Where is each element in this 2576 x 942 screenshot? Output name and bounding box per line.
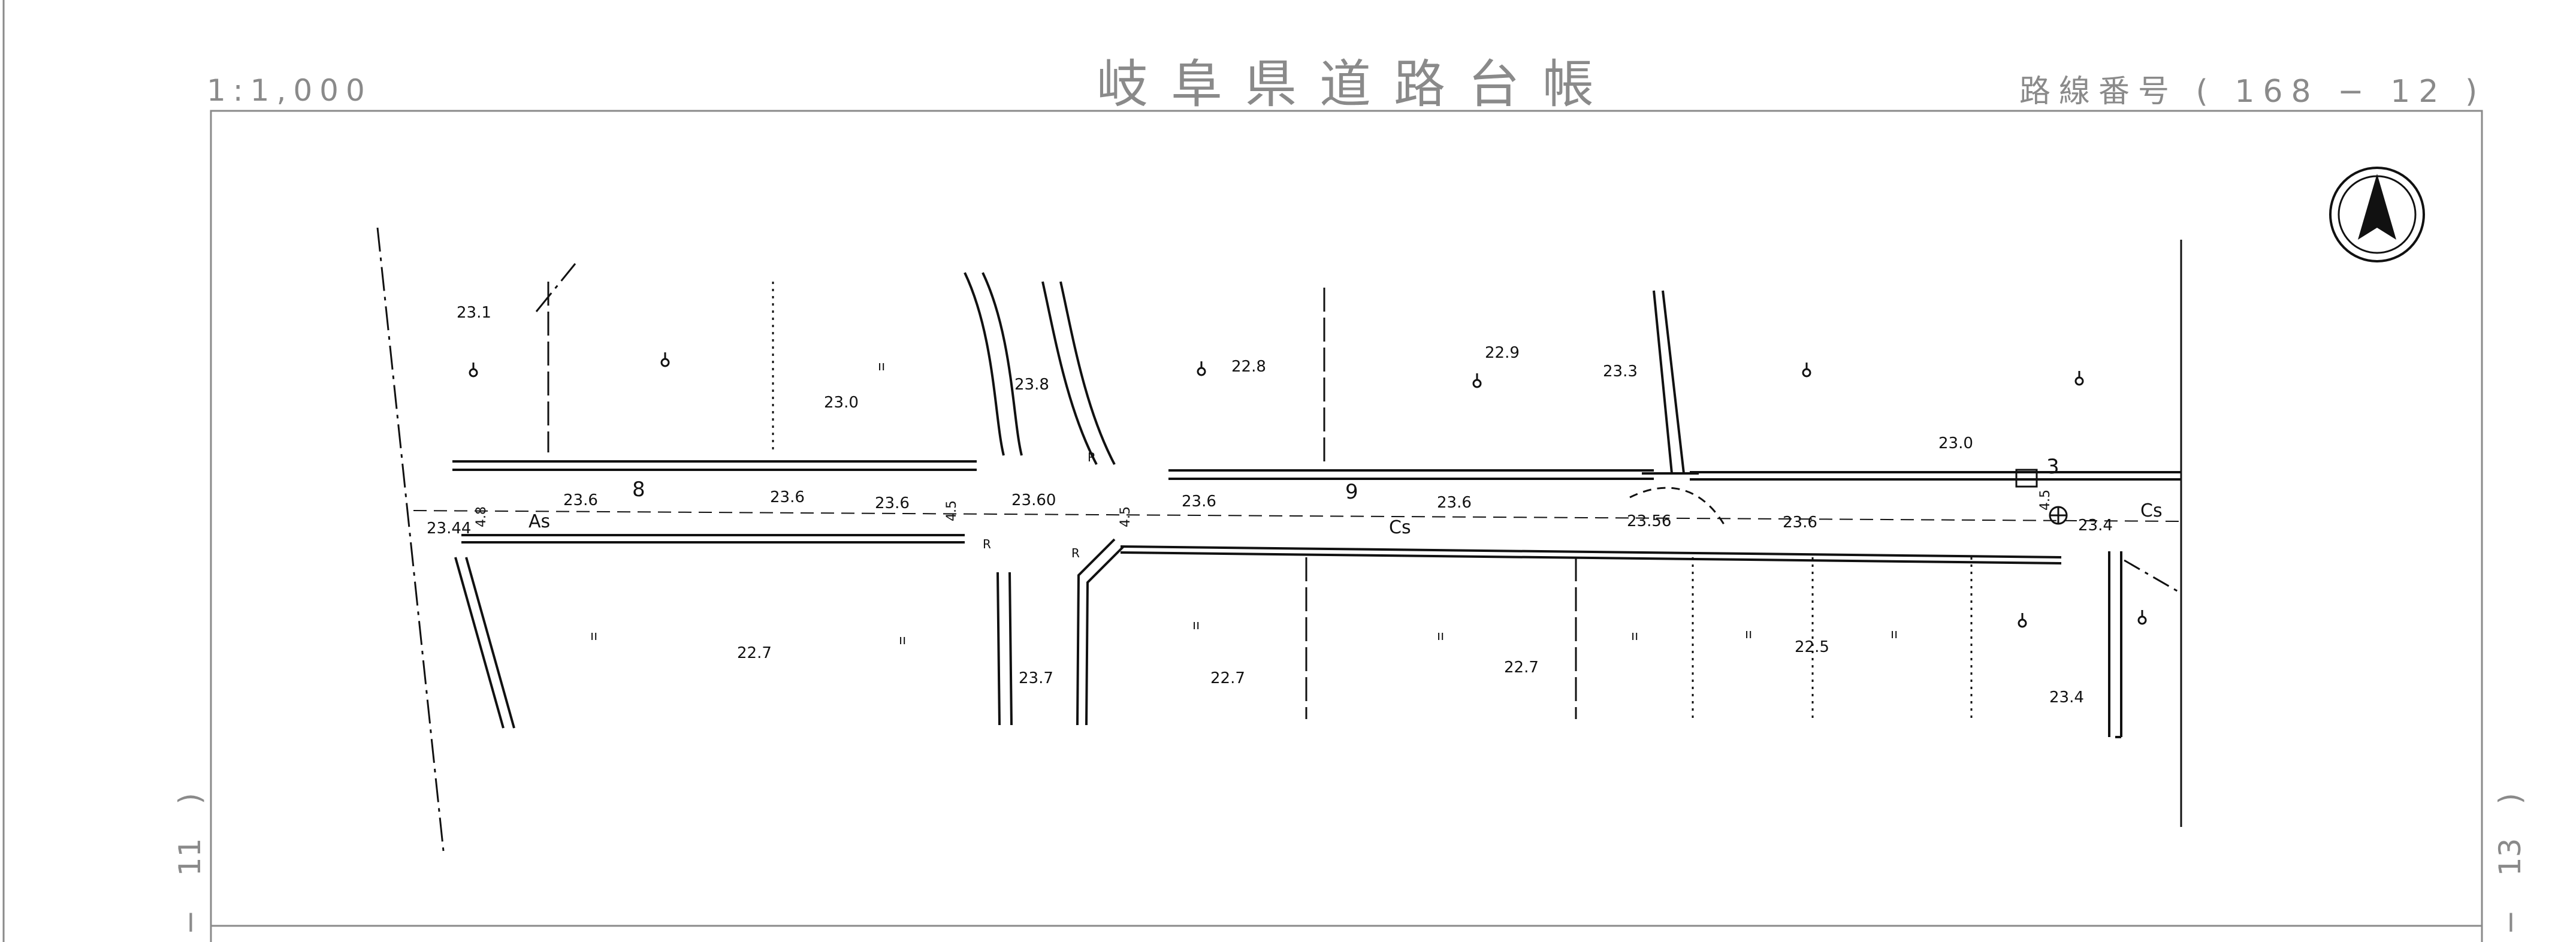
station-number: 9 [1345,480,1358,504]
station-number: 3 [2046,455,2059,479]
surface-label: Cs [2140,500,2163,521]
route-sub-number: 12 [2390,74,2447,110]
north-arrow-icon [2329,167,2425,262]
field-marks: ıı ıı ıı ıı ıı ıı ıı ıı [590,359,1898,648]
field-mark: ıı [590,629,597,644]
surface-labels: As Cs Cs [529,500,2163,538]
sheet-frame [2,0,2483,942]
field-mark: ıı [899,633,906,648]
elevation-label: 22.8 [1231,358,1266,376]
field-mark: ıı [1745,627,1752,642]
surface-label: Cs [1389,517,1411,538]
elevation-label: 22.7 [1504,659,1539,677]
elevation-label: 23.3 [1603,363,1638,381]
elevation-label: 23.0 [1938,434,1973,452]
route-number: 168 [2234,74,2320,110]
radius-mark: R [983,537,991,551]
radius-mark: R [1071,546,1080,560]
field-mark: ıı [1192,618,1200,633]
elevation-label: 23.6 [1783,514,1817,532]
radius-mark: R [1088,450,1096,464]
elevation-label: 23.6 [770,488,805,506]
scale-label: 1:1,000 [207,73,372,108]
width-label: 4.5 [1118,506,1133,527]
field-mark: ıı [1437,629,1444,644]
route-open-paren: ( [2196,74,2216,110]
station-labels: 8 9 3 [632,455,2059,504]
elevation-label: 23.8 [1014,376,1049,394]
elevation-label: 23.6 [875,494,910,512]
width-label: 4.5 [2038,490,2053,511]
elevation-label: 22.5 [1795,638,1829,656]
field-mark: ıı [1891,627,1898,642]
elevation-label: 23.44 [427,520,471,538]
width-label: 4.8 [474,506,489,527]
elevation-label: 23.1 [457,304,491,322]
elevation-label: 23.60 [1011,491,1056,509]
route-close-paren: ) [2465,74,2486,110]
map-markers [469,352,2147,628]
elevation-label: 23.4 [2049,689,2084,707]
elevation-label: 23.6 [1437,494,1472,512]
field-mark: ıı [1631,629,1638,644]
radius-marks: R R R [983,450,1096,560]
route-prefix: 路線番号 [2019,74,2178,110]
surface-label: As [529,511,550,532]
width-labels: 4.5 4.5 4.5 4.8 [474,490,2053,527]
elevation-label: 23.0 [824,394,859,412]
elevation-label: 22.9 [1485,344,1520,362]
station-number: 8 [632,478,645,502]
elevation-label: 23.56 [1627,512,1671,530]
elevation-label: 23.7 [1019,669,1053,687]
elevation-label: 22.7 [1210,669,1245,687]
elevation-labels: 23.1 23.0 23.8 22.8 22.9 23.3 23.0 23.6 … [427,304,2113,707]
elevation-label: 23.4 [2078,517,2113,535]
road-linework [376,227,2182,852]
field-mark: ıı [878,359,885,374]
route-number-label: 路線番号 ( 168 − 12 ) [2019,66,2486,111]
width-label: 4.5 [944,500,959,521]
parcel-boundaries [535,263,2182,719]
route-dash: − [2338,74,2372,110]
map-title: 岐阜県道路台帳 [1097,55,1617,114]
elevation-label: 23.6 [1182,493,1216,511]
elevation-label: 23.6 [563,491,598,509]
elevation-label: 22.7 [737,644,772,662]
